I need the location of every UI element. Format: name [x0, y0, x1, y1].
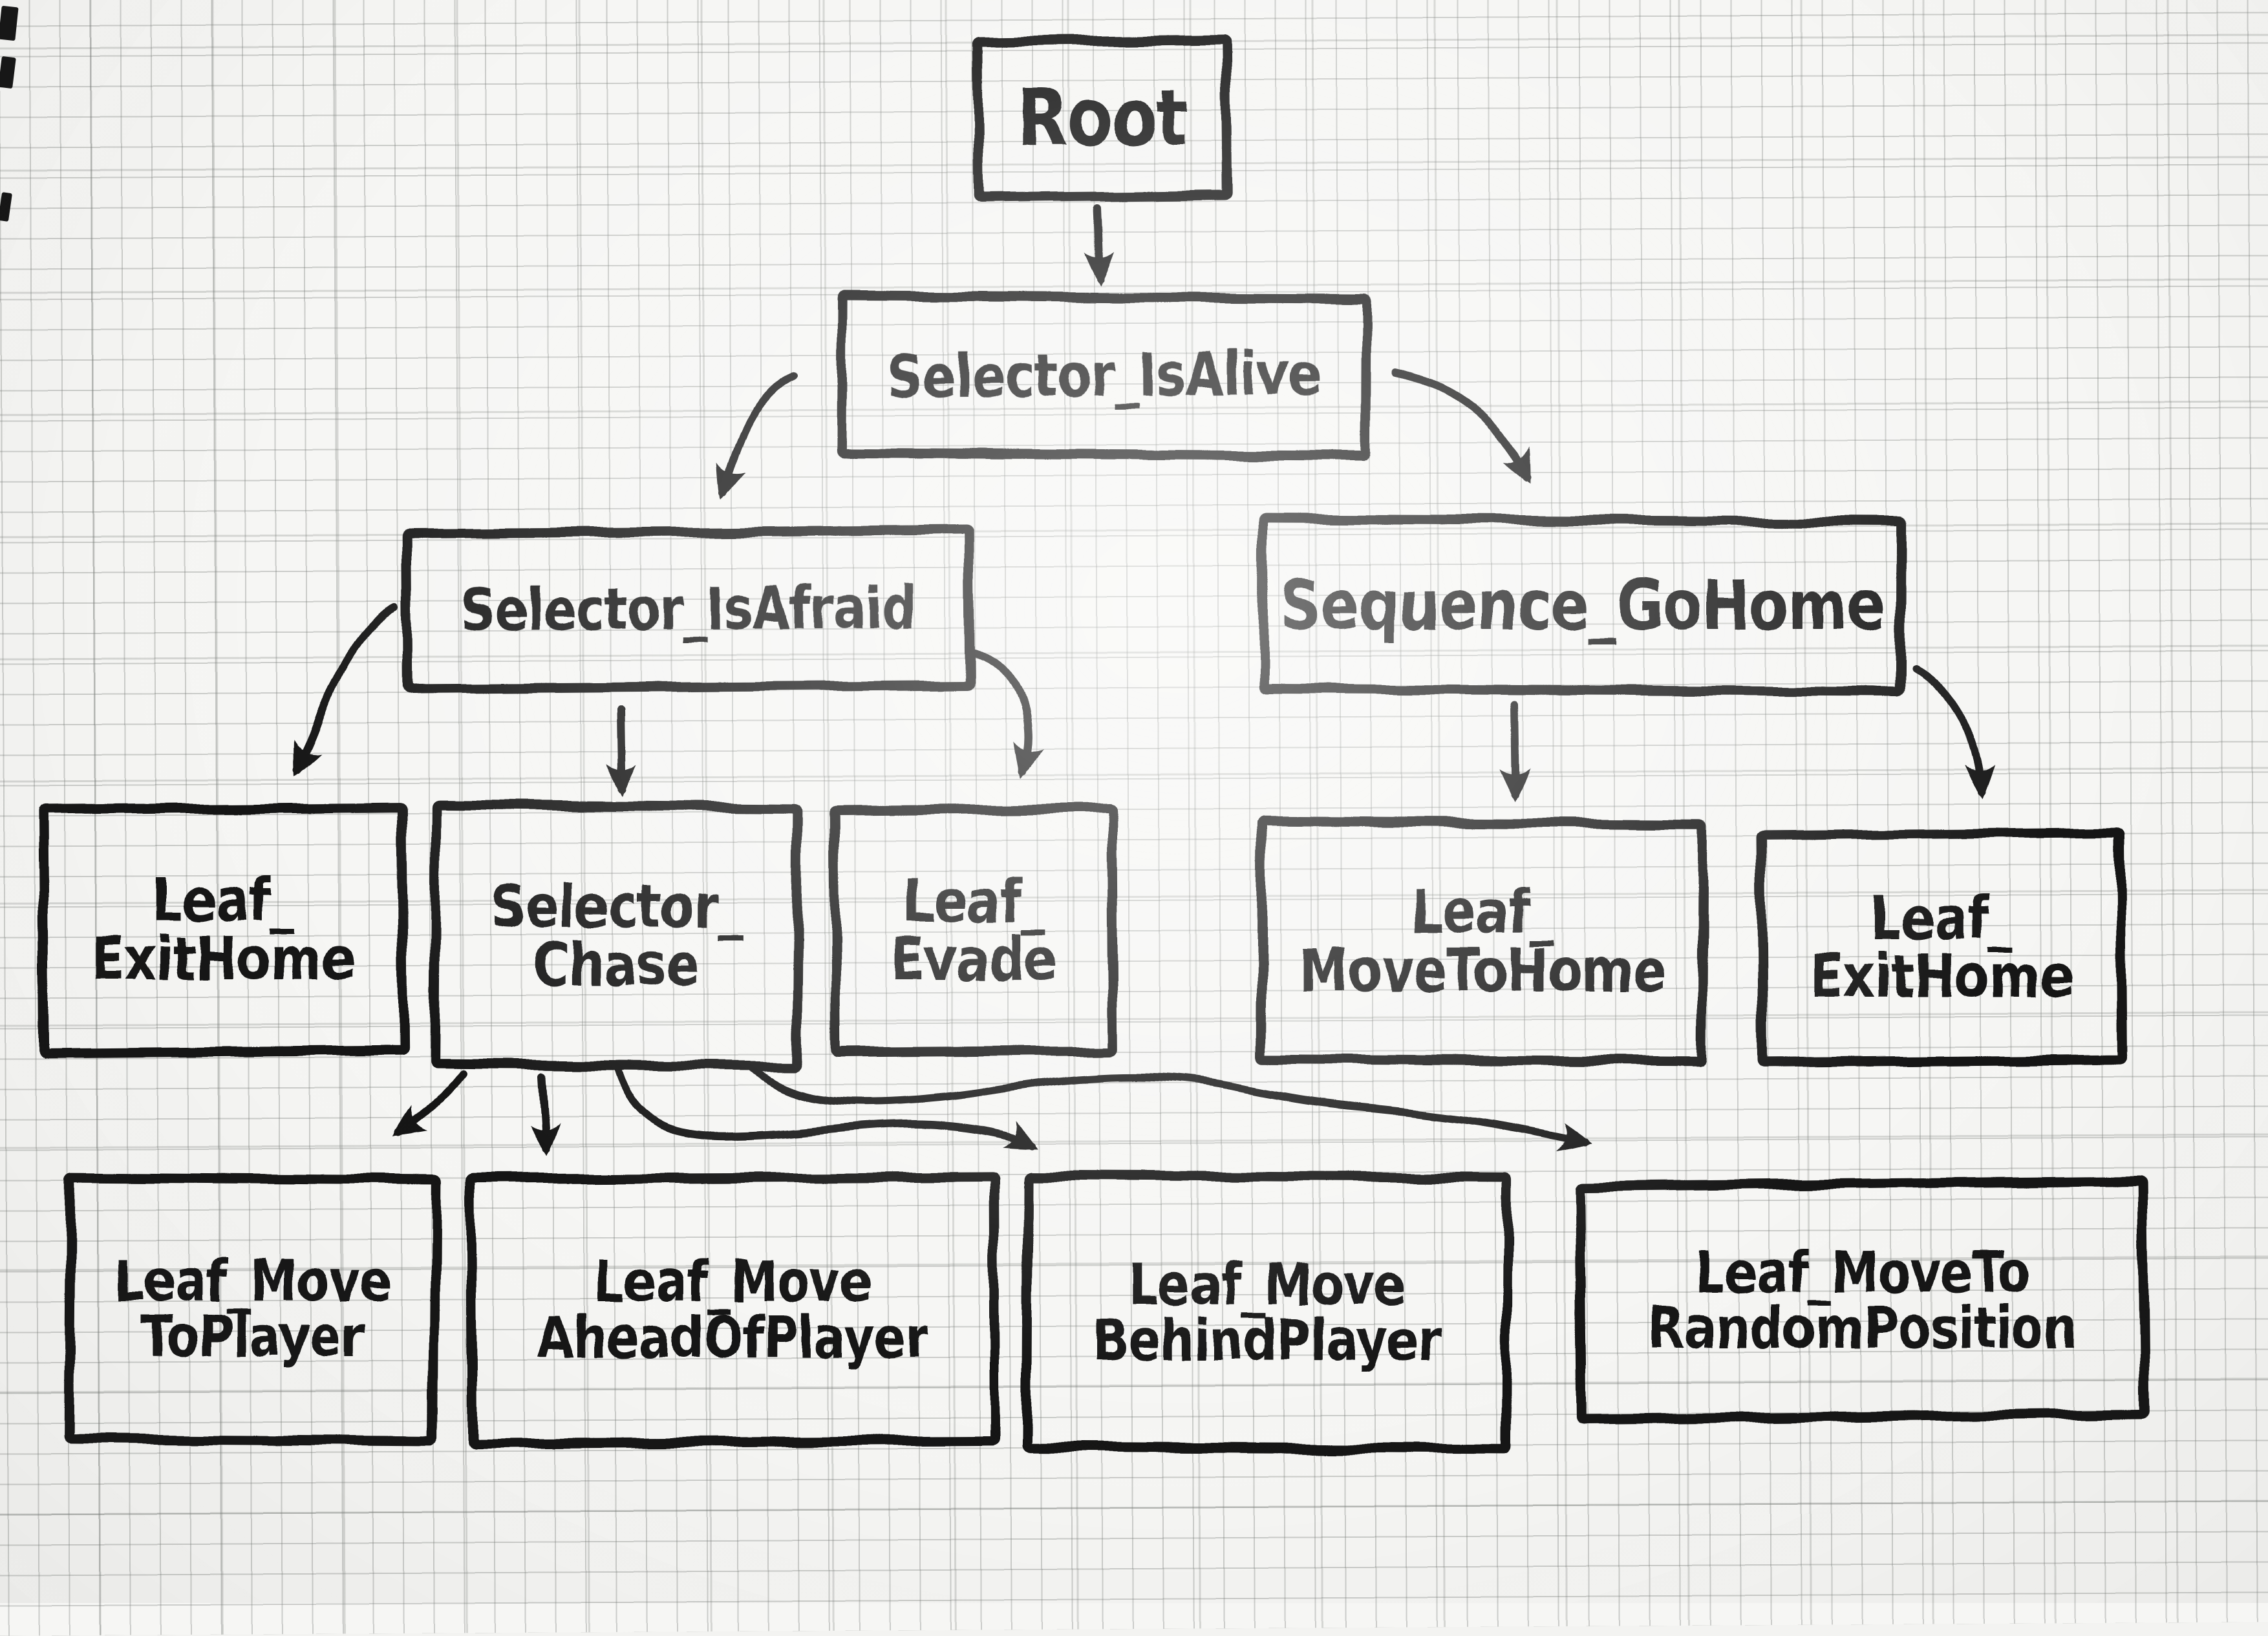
node-selector-isafraid-box	[400, 525, 976, 694]
node-leaf-movetohome: Leaf_ MoveToHome	[1262, 823, 1702, 1060]
node-leaf-exithome-left: Leaf_ ExitHome	[43, 808, 403, 1052]
node-leaf-movetoplayer-box	[64, 1171, 440, 1447]
edge-selector-isalive-to-selector-isafraid	[716, 371, 798, 500]
edge-selector-isalive-to-sequence-gohome	[1393, 369, 1532, 483]
node-leaf-movetorandomposition: Leaf_MoveTo RandomPosition	[1581, 1184, 2144, 1417]
node-leaf-movebehindplayer: Leaf_Move BehindPlayer	[1028, 1178, 1506, 1448]
node-selector-isalive-label: Selector_IsAlive	[886, 339, 1322, 412]
edge-selector-chase-to-leaf-movebehindplayer	[614, 1063, 1038, 1149]
node-leaf-exithome-right-box	[1756, 827, 2127, 1068]
edge-selector-isafraid-to-leaf-evade	[968, 648, 1043, 778]
edge-selector-isafraid-to-leaf-exithome-left	[294, 604, 398, 777]
node-selector-isalive: Selector_IsAlive	[842, 295, 1367, 456]
node-leaf-exithome-right-label: Leaf_ ExitHome	[1810, 883, 2074, 1011]
node-labels-layer: Root Selector_IsAlive Selector_IsAfraid …	[43, 41, 2144, 1448]
node-leaf-evade: Leaf_ Evade	[835, 810, 1112, 1052]
node-leaf-movetohome-box	[1256, 816, 1708, 1067]
node-selector-chase: Selector_ Chase	[435, 807, 797, 1065]
node-leaf-exithome-left-label: Leaf_ ExitHome	[91, 866, 356, 993]
edge-selector-chase-to-leaf-moveaheadofplayer	[529, 1072, 561, 1156]
node-leaf-movetohome-label: Leaf_ MoveToHome	[1298, 877, 1667, 1005]
node-leaf-evade-label: Leaf_ Evade	[890, 866, 1057, 994]
node-selector-isafraid-label: Selector_IsAfraid	[460, 574, 917, 644]
node-leaf-movetoplayer: Leaf_Move ToPlayer	[70, 1178, 434, 1440]
edge-selector-chase-to-leaf-movetorandomposition	[746, 1063, 1592, 1151]
edge-selector-isafraid-to-selector-chase	[606, 706, 637, 797]
node-selector-isalive-box	[837, 291, 1372, 461]
node-leaf-exithome-left-box	[37, 802, 409, 1058]
node-leaf-moveaheadofplayer-box	[465, 1171, 1000, 1449]
node-selector-isafraid: Selector_IsAfraid	[405, 531, 970, 689]
node-sequence-gohome: Sequence_GoHome	[1263, 520, 1901, 690]
node-leaf-evade-box	[829, 804, 1118, 1057]
edge-selector-chase-to-leaf-movetoplayer	[393, 1070, 468, 1136]
node-leaf-exithome-right: Leaf_ ExitHome	[1762, 834, 2121, 1061]
node-root-box	[972, 34, 1232, 202]
node-selector-chase-label: Selector_ Chase	[489, 871, 742, 999]
edge-root-to-selector-isalive	[1084, 204, 1115, 286]
node-sequence-gohome-label: Sequence_GoHome	[1279, 565, 1886, 645]
node-root-label: Root	[1017, 72, 1188, 164]
node-sequence-gohome-box	[1257, 513, 1907, 697]
edge-sequence-gohome-to-leaf-exithome-right	[1911, 663, 1996, 797]
edge-sequence-gohome-to-leaf-movetohome	[1499, 701, 1531, 801]
node-leaf-moveaheadofplayer-label: Leaf_Move AheadOfPlayer	[537, 1248, 929, 1371]
behavior-tree-drawing	[37, 34, 2150, 1454]
node-leaf-movetorandomposition-label: Leaf_MoveTo RandomPosition	[1647, 1238, 2077, 1361]
node-leaf-movebehindplayer-box	[1022, 1171, 1512, 1454]
node-leaf-movebehindplayer-label: Leaf_Move BehindPlayer	[1093, 1251, 1442, 1374]
node-root: Root	[978, 41, 1226, 196]
node-leaf-movetorandomposition-box	[1574, 1176, 2150, 1425]
node-leaf-moveaheadofplayer: Leaf_Move AheadOfPlayer	[471, 1178, 994, 1442]
node-leaf-movetoplayer-label: Leaf_Move ToPlayer	[113, 1247, 392, 1370]
